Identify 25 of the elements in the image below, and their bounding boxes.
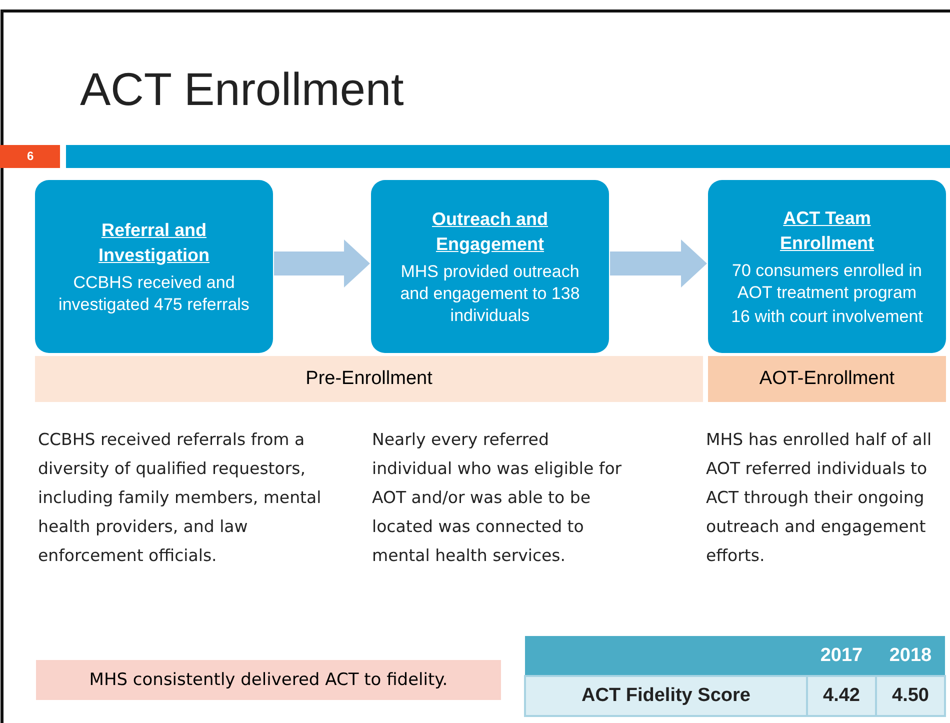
block-arrow [274, 240, 370, 288]
box-heading: ACT Team Enrollment [778, 206, 875, 254]
box-heading: Referral and Investigation [97, 218, 210, 267]
description-paragraph: Nearly every referred individual who was eligible for AOT and/or was able to be located was connected to mental health services. [372, 429, 622, 567]
process-box [371, 180, 609, 353]
year-header: 2018 [876, 636, 945, 676]
box-heading: Outreach and Engagement [430, 208, 550, 256]
phase-label: Pre-Enrollment [35, 356, 703, 402]
process-box [708, 180, 946, 353]
description-paragraph: CCBHS received referrals from a diversity of qualified requestors, including family members, mental health providers, and law enforcement officials. [38, 429, 322, 567]
row-header: ACT Fidelity Score [525, 676, 807, 716]
block-arrow [610, 240, 707, 288]
highlight-text: MHS consistently delivered ACT to fidelity. [36, 660, 501, 700]
slide-number: 6 [0, 145, 60, 168]
box-text: MHS provided outreach and engagement to 138 individuals [399, 260, 581, 326]
box-text: CCBHS received and investigated 475 referrals [58, 272, 250, 316]
process-box [35, 180, 273, 353]
score-cell: 4.42 [807, 676, 876, 716]
phase-label: AOT-Enrollment [708, 356, 946, 402]
year-header: 2017 [807, 636, 876, 676]
description-paragraph: MHS has enrolled half of all AOT referred individuals to ACT through their ongoing outreach and engagement efforts. [706, 429, 933, 567]
box-text: 70 consumers enrolled in AOT treatment program [731, 260, 923, 304]
slide-title: ACT Enrollment [80, 62, 404, 116]
box-text: 16 with court involvement [730, 306, 924, 328]
score-cell: 4.50 [876, 676, 945, 716]
